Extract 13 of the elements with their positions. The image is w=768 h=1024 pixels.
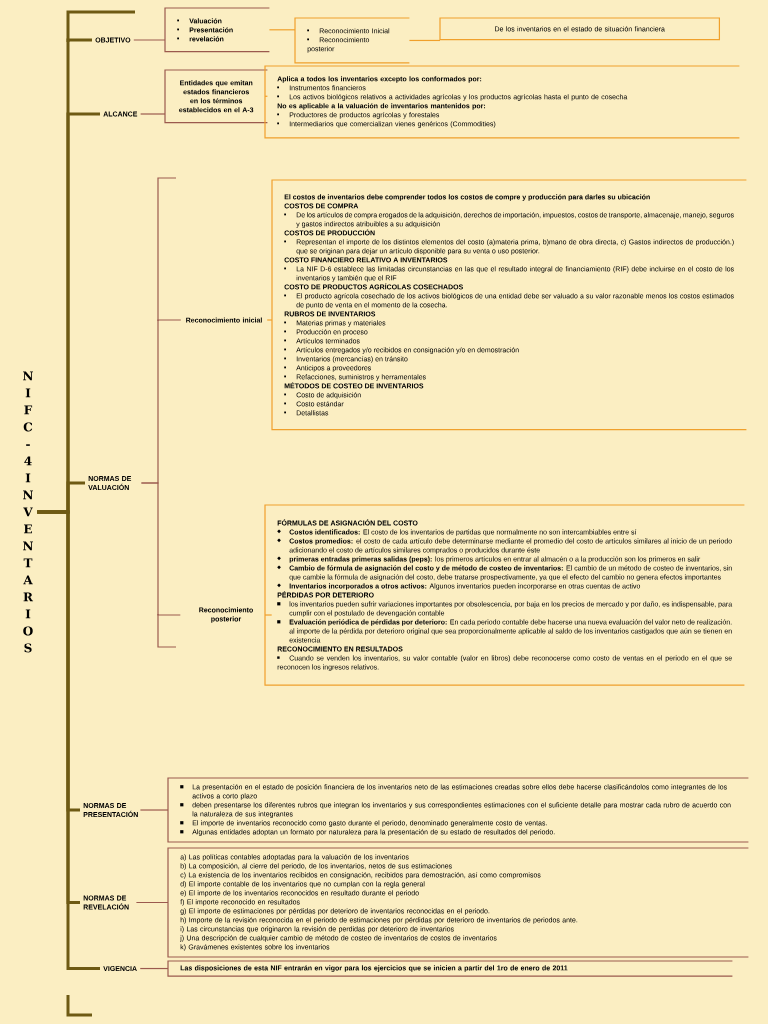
connector-line	[268, 29, 296, 31]
connector-line	[264, 614, 273, 616]
connector-line	[140, 113, 166, 115]
connector-line	[133, 39, 166, 41]
connector-line	[139, 809, 169, 811]
connector-line	[139, 967, 169, 970]
connector-line	[408, 39, 441, 42]
connector-line	[135, 901, 169, 904]
connector-line	[37, 510, 100, 971]
connector-line	[264, 95, 268, 97]
connector-line	[266, 319, 273, 321]
connector-line	[140, 482, 181, 616]
vertical-title: NIF C-4 INVENTARIOS	[23, 371, 34, 653]
